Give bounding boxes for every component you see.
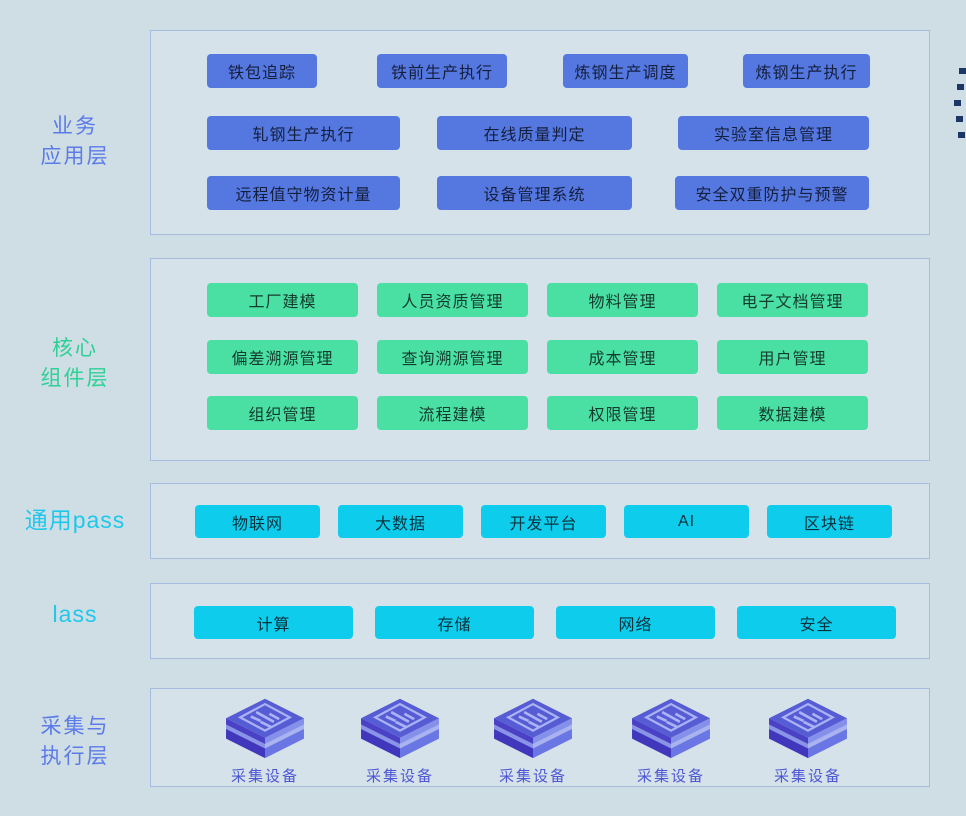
paas-button-dev-platform[interactable]: 开发平台 — [481, 505, 606, 538]
device-cube-icon — [361, 698, 439, 759]
device-label: 采集设备 — [498, 768, 567, 785]
layer-label-iaas: lass — [0, 598, 150, 631]
core-button-user-mgmt[interactable]: 用户管理 — [717, 340, 868, 374]
app-button-lims[interactable]: 实验室信息管理 — [678, 116, 869, 150]
layer-label-edge-line1: 采集与 — [40, 715, 110, 738]
paas-button-blockchain[interactable]: 区块链 — [767, 505, 892, 538]
device-collection-4[interactable]: 采集设备 — [623, 697, 719, 786]
layer-label-business-line1: 业务 — [52, 115, 98, 138]
paas-button-bigdata[interactable]: 大数据 — [338, 505, 463, 538]
decor-square — [958, 132, 965, 138]
app-button-remote-weighing[interactable]: 远程值守物资计量 — [207, 176, 400, 210]
device-label: 采集设备 — [636, 768, 705, 785]
app-button-safety-warning[interactable]: 安全双重防护与预警 — [675, 176, 869, 210]
app-button-ladle-tracking[interactable]: 铁包追踪 — [207, 54, 317, 88]
device-cube-icon — [632, 698, 710, 759]
core-button-edoc-mgmt[interactable]: 电子文档管理 — [717, 283, 868, 317]
core-button-org-mgmt[interactable]: 组织管理 — [207, 396, 358, 430]
decor-square — [957, 84, 964, 90]
core-button-factory-modeling[interactable]: 工厂建模 — [207, 283, 358, 317]
layer-label-business: 业务 应用层 — [0, 112, 150, 173]
core-button-material-mgmt[interactable]: 物料管理 — [547, 283, 698, 317]
layer-label-core-line1: 核心 — [52, 337, 98, 360]
layer-label-edge: 采集与 执行层 — [0, 712, 150, 773]
device-cube-icon — [769, 698, 847, 759]
core-button-deviation-trace[interactable]: 偏差溯源管理 — [207, 340, 358, 374]
app-button-equipment-mgmt[interactable]: 设备管理系统 — [437, 176, 632, 210]
app-button-online-quality[interactable]: 在线质量判定 — [437, 116, 632, 150]
device-cube-icon — [494, 698, 572, 759]
layer-label-business-line2: 应用层 — [40, 145, 110, 169]
core-button-query-trace[interactable]: 查询溯源管理 — [377, 340, 528, 374]
device-label: 采集设备 — [230, 768, 299, 785]
core-button-permission-mgmt[interactable]: 权限管理 — [547, 396, 698, 430]
decor-square — [956, 116, 963, 122]
app-button-steelmaking-scheduling[interactable]: 炼钢生产调度 — [563, 54, 688, 88]
paas-button-ai[interactable]: AI — [624, 505, 749, 538]
iaas-button-network[interactable]: 网络 — [556, 606, 715, 639]
device-collection-1[interactable]: 采集设备 — [217, 697, 313, 786]
layer-label-iaas-text: lass — [52, 601, 98, 627]
app-button-ironmaking-mes[interactable]: 铁前生产执行 — [377, 54, 507, 88]
app-button-rolling-mes[interactable]: 轧钢生产执行 — [207, 116, 400, 150]
decor-square — [954, 100, 961, 106]
layer-label-edge-line2: 执行层 — [40, 745, 110, 769]
device-collection-2[interactable]: 采集设备 — [352, 697, 448, 786]
core-button-process-modeling[interactable]: 流程建模 — [377, 396, 528, 430]
core-button-cost-mgmt[interactable]: 成本管理 — [547, 340, 698, 374]
iaas-button-compute[interactable]: 计算 — [194, 606, 353, 639]
paas-button-iot[interactable]: 物联网 — [195, 505, 320, 538]
device-cube-icon — [226, 698, 304, 759]
app-button-steelmaking-mes[interactable]: 炼钢生产执行 — [743, 54, 870, 88]
layer-label-paas: 通用pass — [0, 504, 150, 537]
layer-label-core: 核心 组件层 — [0, 334, 150, 395]
core-button-data-modeling[interactable]: 数据建模 — [717, 396, 868, 430]
iaas-button-storage[interactable]: 存储 — [375, 606, 534, 639]
device-label: 采集设备 — [365, 768, 434, 785]
iaas-button-security[interactable]: 安全 — [737, 606, 896, 639]
decor-square — [959, 68, 966, 74]
device-collection-3[interactable]: 采集设备 — [485, 697, 581, 786]
device-label: 采集设备 — [773, 768, 842, 785]
device-collection-5[interactable]: 采集设备 — [760, 697, 856, 786]
layer-label-core-line2: 组件层 — [40, 367, 110, 391]
core-button-personnel-qualification[interactable]: 人员资质管理 — [377, 283, 528, 317]
layer-label-paas-text: 通用pass — [24, 507, 126, 533]
